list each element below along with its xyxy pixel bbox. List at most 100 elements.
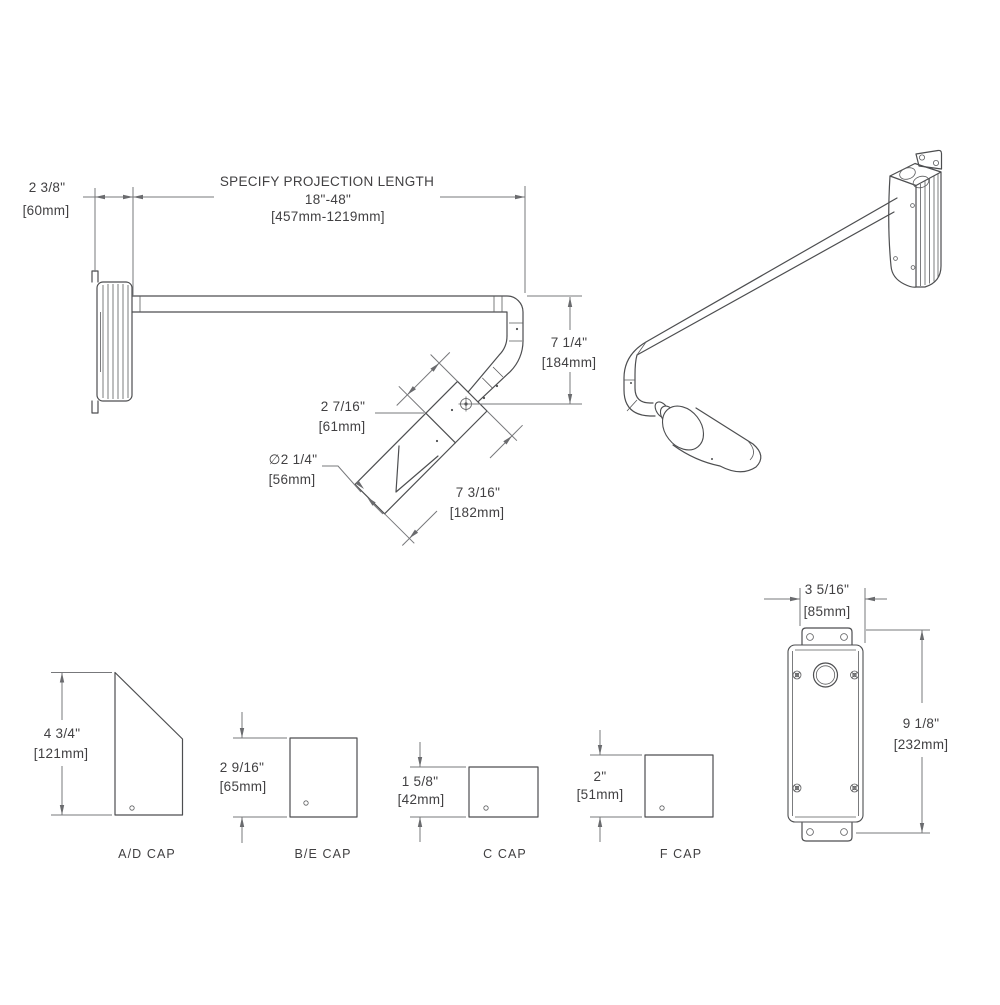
cap-f-label: F CAP — [660, 847, 702, 861]
dim-backplate-height-in: 9 1/8" — [903, 716, 940, 731]
mark-dot — [482, 396, 486, 400]
cap-f-extension-lines — [590, 754, 642, 818]
arm-inner-edge — [131, 311, 508, 337]
dim-head-length-mm: [182mm] — [450, 505, 505, 520]
iso-box-right-edge — [915, 171, 942, 288]
backplate-front-view: 3 5/16" [85mm] 9 1/8" [232mm] — [764, 582, 949, 842]
projection-note-line2: 18"-48" — [305, 192, 351, 207]
mark-dot — [711, 458, 713, 460]
dim-head-length-in: 7 3/16" — [456, 485, 500, 500]
dim-head-diameter-mm: [56mm] — [269, 472, 316, 487]
hood-dim-line — [396, 352, 451, 406]
iso-head-lens-rim — [747, 440, 754, 461]
cap-ad: 4 3/4" [121mm] A/D CAP — [34, 671, 184, 861]
backplate-body — [787, 644, 864, 823]
iso-tab-hole — [933, 159, 940, 166]
backplate-tab-hole — [840, 828, 848, 836]
cap-be-dim-in: 2 9/16" — [220, 760, 264, 775]
backplate-inner-edges — [792, 649, 859, 818]
backplate-tab-hole — [806, 828, 814, 836]
cap-be: 2 9/16" [65mm] B/E CAP — [220, 712, 358, 861]
wall-plate-fins — [102, 284, 129, 399]
iso-box-top-face — [889, 162, 942, 187]
backplate-screws — [792, 670, 859, 793]
mark-dot — [435, 439, 439, 443]
dim-head-body-in: 2 7/16" — [321, 399, 365, 414]
dim-arm-drop-in: 7 1/4" — [551, 335, 588, 350]
wall-plate-side — [91, 270, 133, 414]
backplate-knockout-inner — [815, 665, 836, 685]
lamp-head-hood-joint — [425, 412, 456, 444]
cap-c: 1 5/8" [42mm] C CAP — [398, 742, 539, 861]
iso-knockout — [912, 175, 930, 189]
cap-be-label: B/E CAP — [294, 847, 351, 861]
dim-head-diameter-in: ∅2 1/4" — [269, 452, 318, 467]
cap-ad-screw — [129, 805, 135, 811]
wall-plate-body — [96, 281, 133, 402]
hood-extension-lines — [398, 354, 458, 414]
isometric-view — [623, 149, 943, 473]
cap-c-dim-in: 1 5/8" — [402, 774, 439, 789]
iso-screw — [910, 203, 915, 208]
backplate-tab-hole — [806, 633, 814, 641]
cap-ad-extension-lines — [51, 672, 112, 816]
dim-head-body-mm: [61mm] — [319, 419, 366, 434]
gooseneck-arm-side — [131, 295, 524, 403]
elbow-inner-curve — [467, 335, 508, 393]
cap-be-extension-lines — [233, 737, 287, 818]
backplate-bottom-tab — [801, 822, 853, 842]
cap-ad-dim-in: 4 3/4" — [44, 726, 81, 741]
backplate-tab-hole — [840, 633, 848, 641]
dim-backplate-width-in: 3 5/16" — [805, 582, 849, 597]
iso-screw — [910, 265, 916, 270]
iso-knockout — [899, 167, 916, 180]
cap-ad-dim-mm: [121mm] — [34, 746, 89, 761]
projection-note-line3: [457mm-1219mm] — [271, 209, 385, 224]
cap-f-outline — [644, 754, 714, 818]
dim-backplate-depth-mm: [60mm] — [23, 203, 70, 218]
cap-c-extension-lines — [410, 766, 466, 818]
cap-c-outline — [468, 766, 539, 818]
elbow-joint-lines — [482, 366, 504, 389]
mark-dot — [630, 382, 632, 384]
cap-ad-outline — [114, 671, 184, 816]
cap-be-screw — [303, 800, 309, 806]
iso-box-fins — [920, 174, 939, 286]
cap-ad-label: A/D CAP — [118, 847, 176, 861]
cap-f-screw — [659, 805, 665, 811]
iso-box-tab — [915, 149, 943, 170]
iso-head-back-cap — [661, 405, 705, 451]
backplate-top-tab — [801, 627, 853, 647]
iso-screw — [893, 256, 898, 261]
lamp-head-face-lines — [395, 445, 439, 493]
diameter-dim-line — [322, 465, 384, 515]
cap-c-label: C CAP — [483, 847, 527, 861]
cap-c-dim-mm: [42mm] — [398, 792, 445, 807]
elbow-outer-curve — [477, 340, 524, 403]
iso-elbow-inner — [634, 354, 654, 404]
drop-extension-lines — [471, 295, 582, 405]
iso-mount-box — [888, 149, 943, 288]
dim-backplate-width-mm: [85mm] — [804, 604, 851, 619]
iso-head-barrel — [672, 407, 762, 473]
iso-elbow-joints — [624, 341, 647, 412]
length-extension-lines — [384, 410, 518, 544]
cap-options: 4 3/4" [121mm] A/D CAP 2 9/16" [65mm] B/… — [34, 671, 714, 861]
cap-be-outline — [289, 737, 358, 818]
iso-box-front-face — [888, 175, 917, 288]
mark-dot — [450, 408, 454, 412]
backplate-height-extension-lines — [856, 629, 930, 834]
cap-f-dim-mm: [51mm] — [577, 787, 624, 802]
extension-lines — [94, 186, 526, 296]
projection-note-line1: SPECIFY PROJECTION LENGTH — [220, 174, 434, 189]
backplate-knockout-outer — [812, 662, 839, 688]
cap-c-screw — [483, 805, 489, 811]
dim-backplate-height-mm: [232mm] — [894, 737, 949, 752]
cap-f-dim-in: 2" — [594, 769, 607, 784]
arm-joint-lines — [139, 296, 523, 342]
mark-dot — [495, 384, 499, 388]
mark-dot — [515, 327, 519, 331]
dim-backplate-depth-in: 2 3/8" — [29, 180, 66, 195]
